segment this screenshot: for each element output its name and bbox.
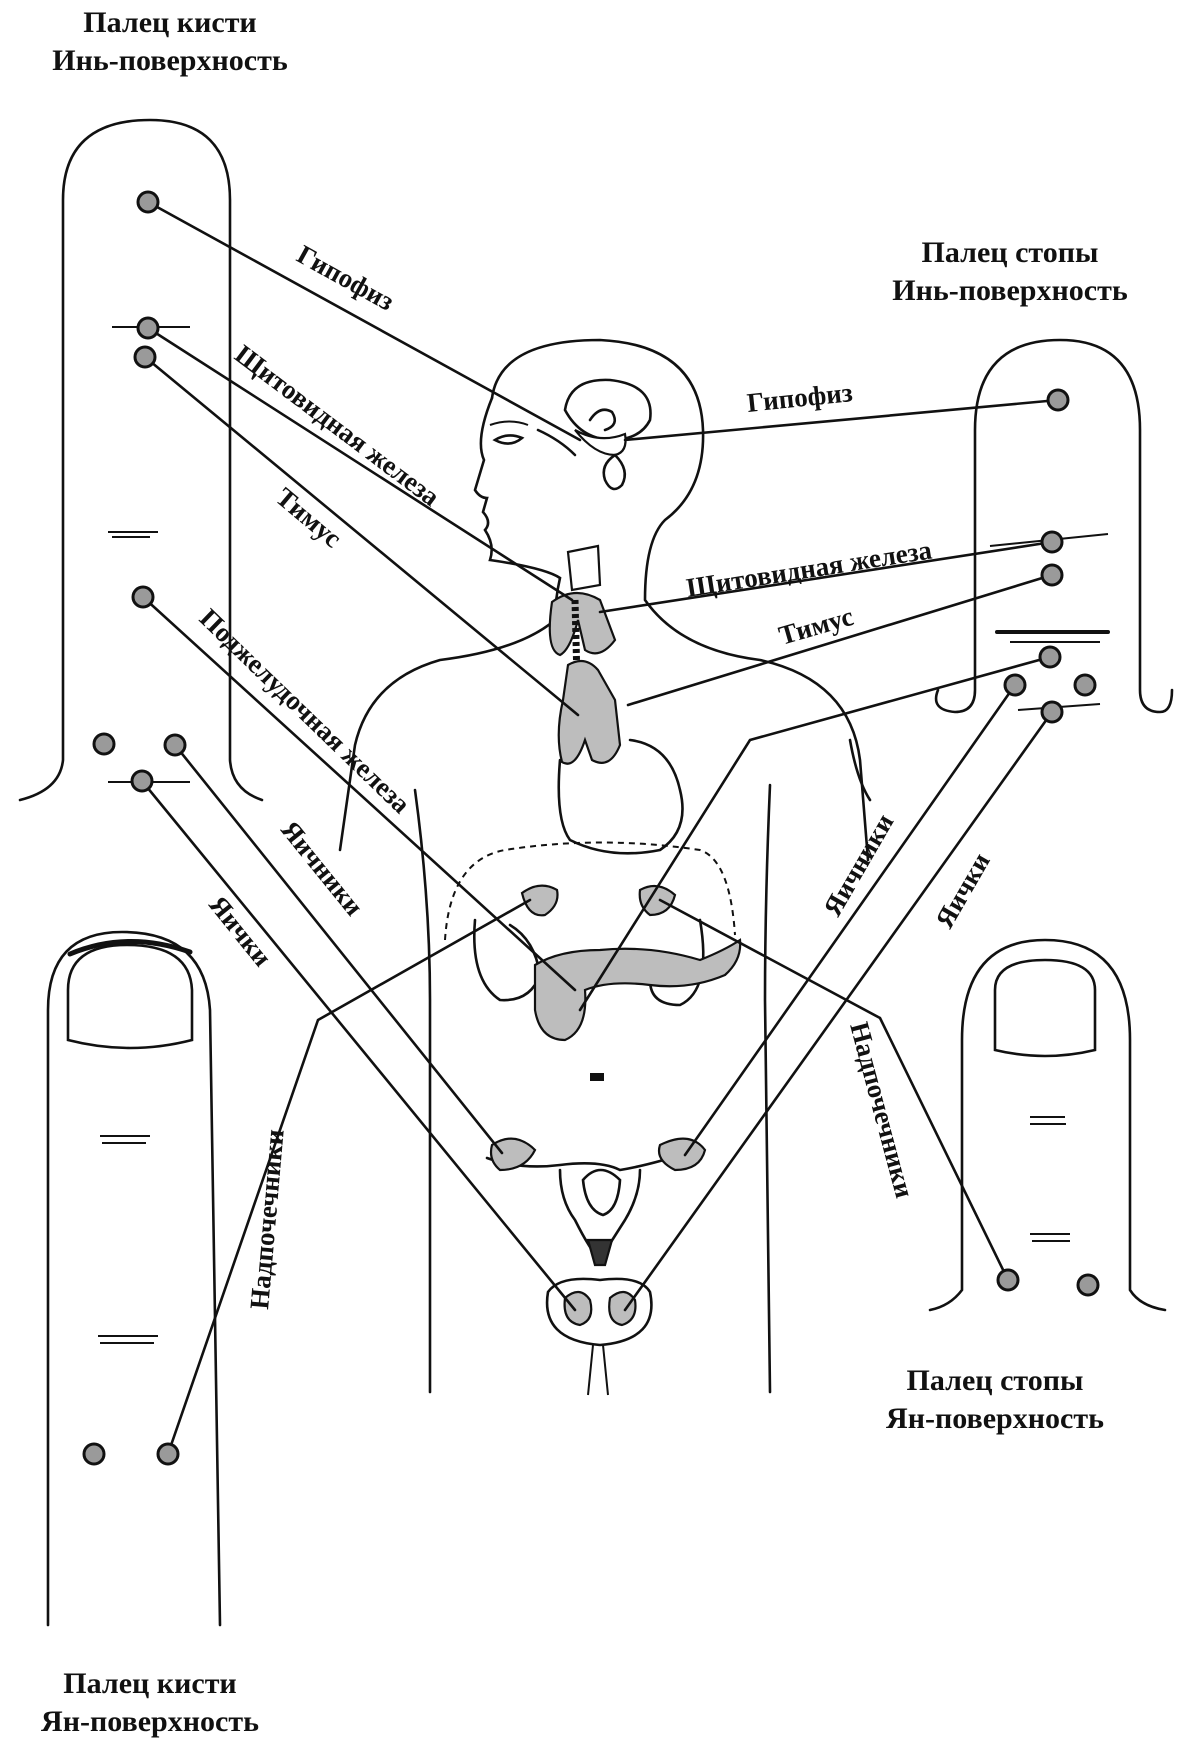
label-pancreas-hand: Поджелудочная железа [194,603,417,820]
point-hand-pituitary[interactable] [138,192,158,212]
point-hand-left[interactable] [94,734,114,754]
point-hand-testes[interactable] [132,771,152,791]
point-hand-thymus[interactable] [135,347,155,367]
label-pituitary-hand: Гипофиз [292,239,399,317]
point-foot-thymus[interactable] [1042,565,1062,585]
point-hand-yang-adrenals[interactable] [158,1444,178,1464]
label-testes-foot: Яички [929,848,996,933]
label-adrenals-foot: Надпочечники [844,1019,920,1201]
label-adrenals-hand: Надпочечники [244,1128,290,1310]
point-hand-thyroid[interactable] [138,318,158,338]
line-ovaries-hand [175,745,502,1153]
reflex-points [84,192,1098,1464]
line-pancreas-hand [143,597,575,990]
point-foot-pituitary[interactable] [1048,390,1068,410]
point-foot-yang-adrenals[interactable] [998,1270,1018,1290]
point-hand-pancreas[interactable] [133,587,153,607]
line-testes-hand [142,781,575,1310]
line-labels: Гипофиз Щитовидная железа Тимус Поджелуд… [194,239,996,1311]
point-foot-thyroid[interactable] [1042,532,1062,552]
point-foot-yang-right[interactable] [1078,1275,1098,1295]
line-adrenals-hand [168,900,530,1454]
foot-toe-yang [930,940,1165,1310]
hand-finger-yang [48,932,220,1625]
hand-finger-yin [20,120,262,800]
line-testes-foot [625,712,1052,1310]
point-foot-pancreas[interactable] [1040,647,1060,667]
label-ovaries-hand: Яичники [275,815,369,921]
line-thyroid-hand [148,328,572,600]
line-thymus-hand [145,357,578,715]
point-foot-right[interactable] [1075,675,1095,695]
label-thymus-foot: Тимус [775,601,856,651]
label-ovaries-foot: Яичники [817,809,899,921]
label-thyroid-hand: Щитовидная железа [229,339,445,512]
point-foot-testes[interactable] [1042,702,1062,722]
point-hand-ovaries[interactable] [165,735,185,755]
line-pituitary-hand [148,202,580,440]
label-pituitary-foot: Гипофиз [745,377,854,418]
point-foot-ovaries[interactable] [1005,675,1025,695]
point-hand-yang-left[interactable] [84,1444,104,1464]
label-thyroid-foot: Щитовидная железа [684,534,934,602]
line-ovaries-foot [685,685,1015,1155]
